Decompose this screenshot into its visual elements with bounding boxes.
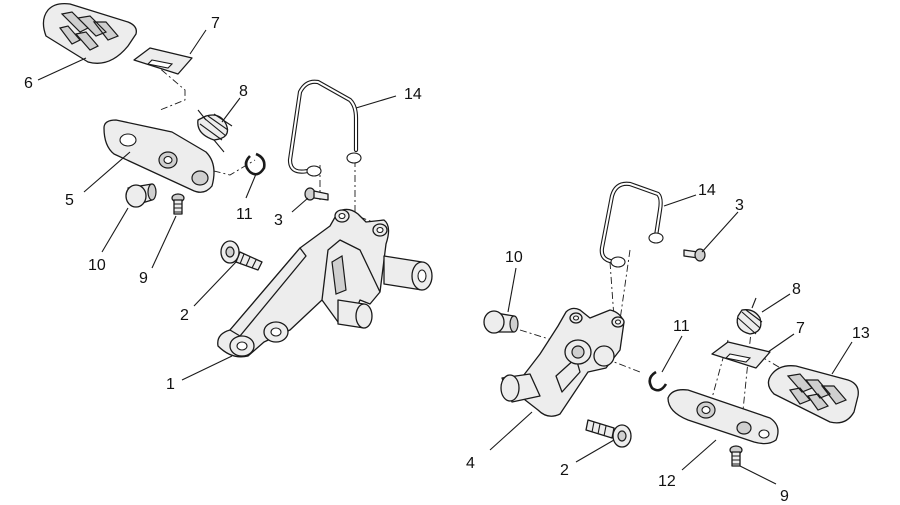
callout-3: 3 <box>735 197 744 214</box>
return-spring <box>736 297 763 335</box>
callout-12: 12 <box>658 473 676 490</box>
callout-10: 10 <box>88 257 106 274</box>
assembly-line <box>149 59 186 111</box>
footrest-bracket <box>217 208 433 358</box>
callout-11: 11 <box>236 206 253 223</box>
peg-plate <box>133 47 193 75</box>
pivot-pin <box>125 183 157 208</box>
left-footrest-assembly: 7 6 8 5 10 9 11 14 3 2 1 <box>24 2 433 393</box>
small-bolt <box>304 187 329 201</box>
callout-2: 2 <box>180 307 189 324</box>
foot-peg-rubber <box>42 2 137 64</box>
callout-7: 7 <box>211 15 220 32</box>
small-bolt <box>683 248 706 262</box>
callout-9: 9 <box>780 488 789 505</box>
callout-9: 9 <box>139 270 148 287</box>
callout-6: 6 <box>24 75 33 92</box>
heel-guard-wire <box>287 79 362 177</box>
small-screw <box>729 445 743 467</box>
callout-1: 1 <box>166 376 175 393</box>
long-bolt <box>220 240 263 271</box>
callout-8: 8 <box>239 83 248 100</box>
peg-bracket <box>103 119 215 193</box>
return-spring <box>197 109 233 153</box>
pivot-pin <box>483 310 519 334</box>
footrest-bracket <box>500 307 625 417</box>
assembly-line <box>609 249 631 321</box>
callout-3: 3 <box>274 212 283 229</box>
callout-8: 8 <box>792 281 801 298</box>
peg-bracket <box>667 389 779 445</box>
circlip <box>244 152 266 176</box>
heel-guard-wire <box>599 181 664 268</box>
callout-7: 7 <box>796 320 805 337</box>
circlip <box>648 370 668 392</box>
callout-2: 2 <box>560 462 569 479</box>
callout-11: 11 <box>673 318 690 335</box>
callout-14: 14 <box>698 182 716 199</box>
callout-5: 5 <box>65 192 74 209</box>
callout-13: 13 <box>852 325 870 342</box>
callout-14: 14 <box>404 86 422 103</box>
peg-plate <box>711 341 771 369</box>
callout-10: 10 <box>505 249 523 266</box>
right-footrest-assembly: 14 3 10 11 8 7 13 4 2 12 9 <box>466 181 870 505</box>
callout-4: 4 <box>466 455 475 472</box>
foot-peg-rubber <box>767 365 859 424</box>
long-bolt <box>585 419 632 448</box>
small-screw <box>171 193 185 215</box>
